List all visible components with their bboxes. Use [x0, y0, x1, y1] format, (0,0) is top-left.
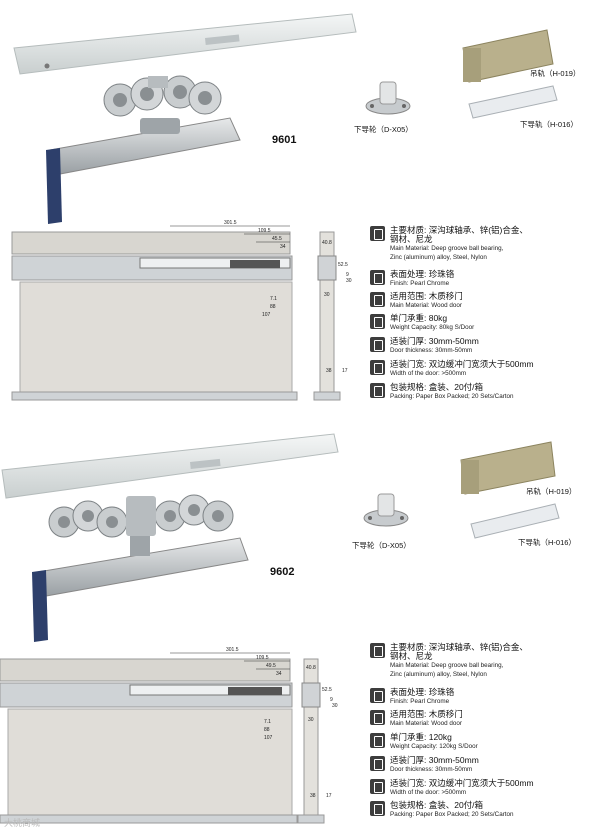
- thickness-icon: [370, 756, 385, 771]
- dim-e: 7.1: [270, 296, 277, 302]
- model-number: 9601: [272, 134, 297, 146]
- dim-l: 38: [326, 368, 332, 374]
- package-icon: [370, 383, 385, 398]
- rail-bottom-label: 下导轨（H-016）: [520, 120, 578, 129]
- dim-d: 34: [276, 671, 282, 677]
- dim-b: 109.5: [258, 228, 271, 234]
- dim-a: 301.5: [224, 220, 237, 226]
- roller-hanger-photo: [13, 13, 357, 224]
- technical-drawing: [11, 225, 341, 401]
- dim-m: 17: [326, 793, 332, 799]
- dim-c: 45.5: [272, 236, 282, 242]
- rails-photo: [460, 441, 560, 539]
- dim-a: 301.5: [226, 647, 239, 653]
- dim-n: 30: [332, 703, 338, 709]
- dim-k: 30: [308, 717, 314, 723]
- guide-wheel-label: 下导轮（D-X05）: [354, 125, 413, 134]
- dim-c: 49.5: [266, 663, 276, 669]
- dim-i: 52.5: [338, 262, 348, 268]
- finish-icon: [370, 688, 385, 703]
- dim-i: 52.5: [322, 687, 332, 693]
- thickness-icon: [370, 337, 385, 352]
- dim-k: 30: [324, 292, 330, 298]
- finish-icon: [370, 270, 385, 285]
- door-icon: [370, 292, 385, 307]
- guide-wheel-photo: [363, 493, 409, 527]
- dim-n: 30: [346, 278, 352, 284]
- width-icon: [370, 360, 385, 375]
- watermark: 大桃商城: [4, 818, 41, 828]
- rail-top-label: 吊轨（H-019）: [530, 69, 581, 78]
- rail-bottom-label: 下导轨（H-016）: [518, 538, 576, 547]
- rail-top-label: 吊轨（H-019）: [526, 487, 577, 496]
- width-icon: [370, 779, 385, 794]
- dim-e: 7.1: [264, 719, 271, 725]
- technical-drawing: [0, 652, 325, 824]
- weight-icon: [370, 314, 385, 329]
- dim-f: 88: [270, 304, 276, 310]
- dim-h: 40.8: [306, 665, 316, 671]
- dim-m: 17: [342, 368, 348, 374]
- dim-d: 34: [280, 244, 286, 250]
- dim-f: 88: [264, 727, 270, 733]
- dim-j: 9: [330, 697, 333, 703]
- roller-hanger-photo: [1, 433, 339, 642]
- rails-photo: [462, 29, 558, 119]
- dim-l: 38: [310, 793, 316, 799]
- weight-icon: [370, 733, 385, 748]
- door-icon: [370, 710, 385, 725]
- dim-g: 107: [264, 735, 273, 741]
- material-icon: [370, 226, 385, 241]
- package-icon: [370, 801, 385, 816]
- guide-wheel-photo: [365, 81, 411, 115]
- dim-j: 9: [346, 272, 349, 278]
- dim-h: 40.8: [322, 240, 332, 246]
- guide-wheel-label: 下导轮（D-X05）: [352, 541, 411, 550]
- material-icon: [370, 643, 385, 658]
- dim-g: 107: [262, 312, 271, 318]
- model-number: 9602: [270, 566, 295, 578]
- dim-b: 109.5: [256, 655, 269, 661]
